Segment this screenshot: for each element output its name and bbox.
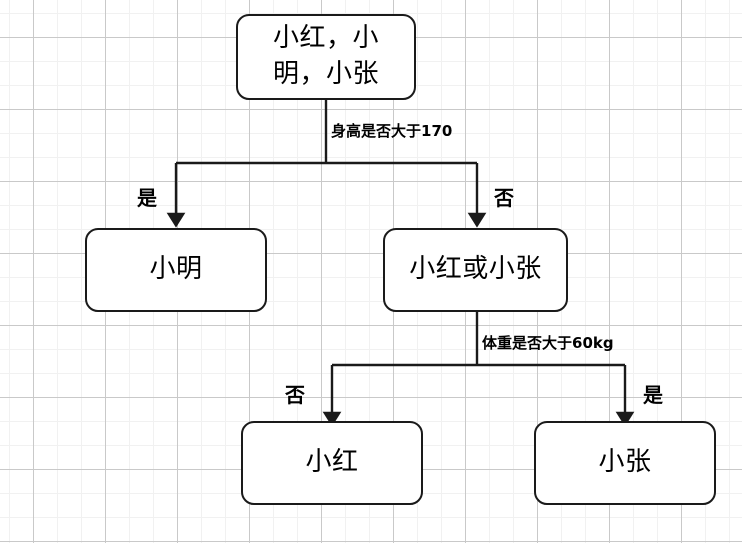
branch-label-weight-no: 否 — [285, 383, 305, 407]
edge-root-to-bus — [176, 100, 477, 165]
node-xiaohong-or-xiaozhang[interactable]: 小红或小张 — [383, 228, 568, 312]
node-xiaoming[interactable]: 小明 — [85, 228, 267, 312]
branch-label-weight-yes: 是 — [643, 383, 663, 407]
branch-label-height-yes: 是 — [137, 186, 157, 210]
node-xiaohong[interactable]: 小红 — [241, 421, 423, 505]
branch-label-height-no: 否 — [494, 186, 514, 210]
edge-label-height-question: 身高是否大于170 — [331, 122, 453, 140]
node-xiaozhang[interactable]: 小张 — [534, 421, 716, 505]
node-root[interactable]: 小红，小 明，小张 — [236, 14, 416, 100]
edge-label-weight-question: 体重是否大于60kg — [482, 334, 614, 352]
edge-hongzhang-to-bus — [332, 312, 625, 367]
